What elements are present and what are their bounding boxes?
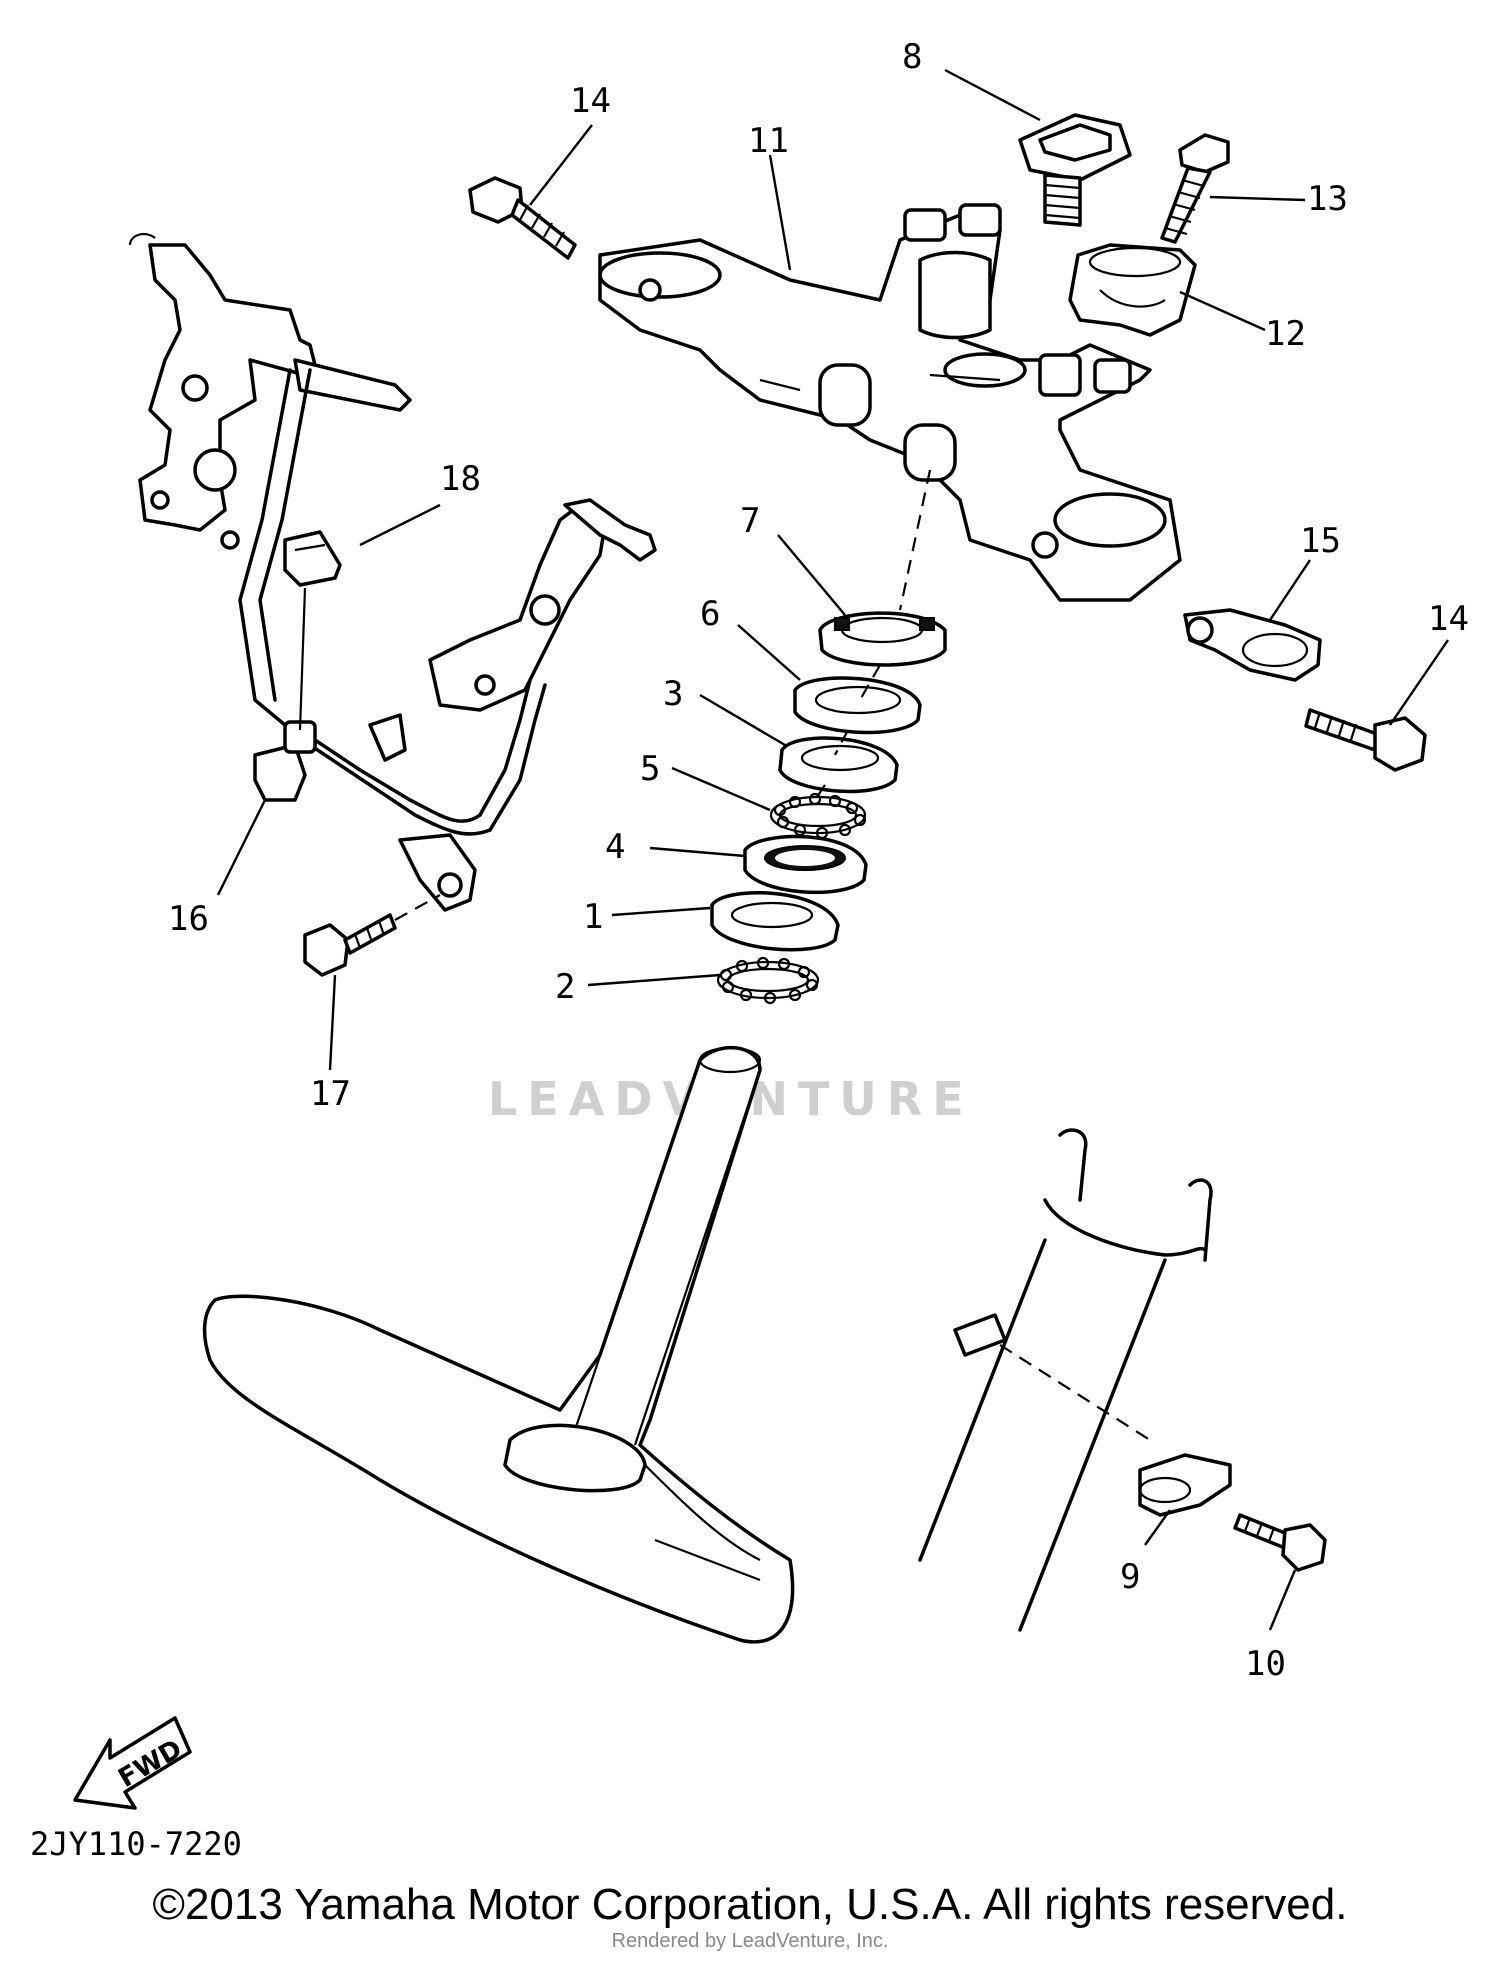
bolt-10[interactable] [1233, 1513, 1327, 1572]
callout-16: 16 [168, 899, 209, 939]
race-1[interactable] [710, 891, 840, 952]
bolt-13[interactable] [1160, 133, 1230, 244]
cable-guide-9[interactable] [1138, 1453, 1232, 1517]
bolt-8[interactable] [1018, 113, 1132, 227]
bolt-17[interactable] [303, 894, 441, 977]
callout-numbers: 8 14 11 13 12 18 15 14 7 6 3 5 4 1 2 16 … [168, 37, 1469, 1684]
callout-12: 12 [1265, 314, 1306, 354]
cable-guide-15[interactable] [1183, 608, 1322, 682]
callout-15: 15 [1300, 521, 1341, 561]
headlight-bracket[interactable] [128, 232, 657, 912]
callout-7: 7 [740, 501, 760, 541]
washer-6[interactable] [793, 676, 922, 735]
callout-5: 5 [640, 749, 660, 789]
rendered-by-note: Rendered by LeadVenture, Inc. [611, 1930, 889, 1952]
upper-holder-12[interactable] [1068, 243, 1197, 337]
callout-17: 17 [310, 1074, 351, 1114]
callout-18: 18 [440, 459, 481, 499]
seal-4[interactable] [743, 834, 868, 895]
callout-8: 8 [902, 37, 922, 77]
race-3[interactable] [778, 736, 899, 794]
diagram-code: 2JY110-7220 [30, 1825, 242, 1863]
callout-14-right: 14 [1428, 599, 1469, 639]
callout-6: 6 [700, 594, 720, 634]
fwd-arrow-icon: FWD [73, 1716, 192, 1810]
callout-3: 3 [663, 674, 683, 714]
steering-stem-lower-bracket[interactable] [202, 1045, 795, 1644]
upper-bracket[interactable] [598, 203, 1182, 602]
front-fork[interactable] [918, 1128, 1213, 1632]
callout-10: 10 [1245, 1644, 1286, 1684]
ball-race-2[interactable] [716, 956, 820, 1005]
callout-14-top: 14 [570, 81, 611, 121]
callout-13: 13 [1307, 179, 1348, 219]
callout-4: 4 [605, 827, 625, 867]
steering-axis [814, 469, 932, 801]
callout-9: 9 [1120, 1557, 1140, 1597]
bolt-14-top[interactable] [468, 176, 577, 260]
grommet-18[interactable] [283, 530, 342, 731]
bolt-14-right[interactable] [1304, 708, 1427, 772]
callout-2: 2 [555, 967, 575, 1007]
ball-race-5[interactable] [769, 792, 867, 840]
callout-1: 1 [583, 897, 603, 937]
copyright-notice: ©2013 Yamaha Motor Corporation, U.S.A. A… [152, 1880, 1348, 1929]
ring-nut-7[interactable] [818, 611, 947, 667]
callout-11: 11 [748, 121, 789, 161]
leader-lines [216, 68, 1449, 1631]
